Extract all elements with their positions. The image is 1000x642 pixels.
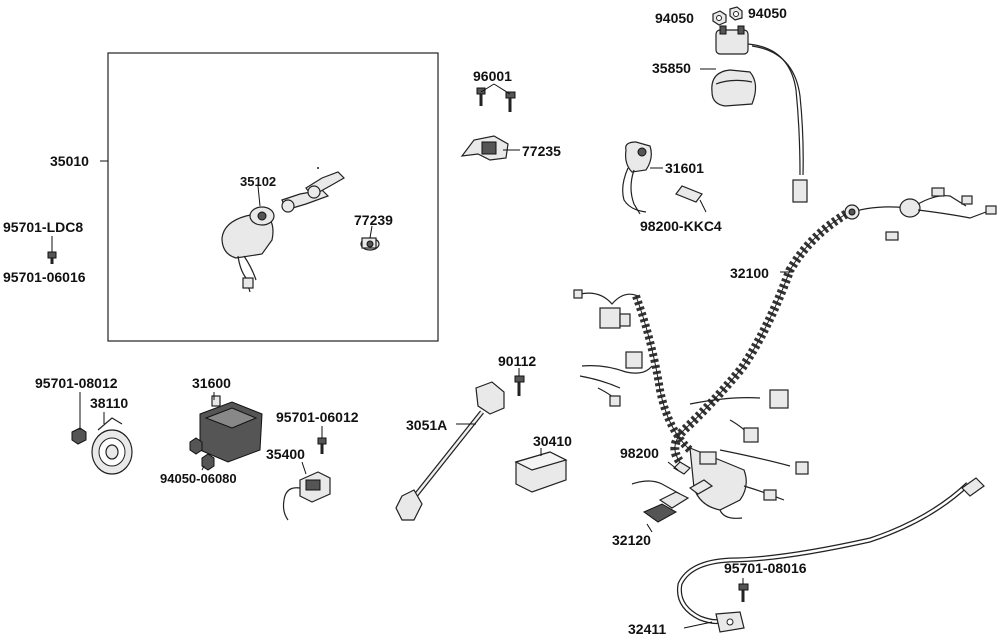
- ignition-lock-35102: [221, 206, 275, 293]
- bolt-95701-08012: [71, 427, 87, 445]
- label-32120: 32120: [612, 532, 651, 548]
- bolts-96001: [476, 87, 516, 112]
- label-35850: 35850: [652, 60, 691, 76]
- label-31600: 31600: [192, 375, 231, 391]
- label-77235: 77235: [522, 143, 561, 159]
- ground-cable-32411: [676, 477, 985, 633]
- lock-cylinder-77239: [360, 237, 380, 251]
- switch-31601: [622, 141, 652, 215]
- label-95701-ldc8: 95701-LDC8: [3, 219, 84, 235]
- label-32100: 32100: [730, 265, 769, 281]
- label-95701-08012: 95701-08012: [35, 375, 118, 391]
- label-3051a: 3051A: [406, 417, 448, 433]
- label-30410: 30410: [533, 433, 572, 449]
- fuse-holder-32120: [642, 491, 690, 523]
- label-95701-06012: 95701-06012: [276, 409, 359, 425]
- bolt-90112: [514, 375, 525, 396]
- cdi-unit-30410: [514, 451, 568, 493]
- label-94050-06080: 94050-06080: [160, 471, 237, 486]
- label-95701-06016: 95701-06016: [3, 269, 86, 285]
- starter-relay-35850: [711, 25, 808, 203]
- horn-38110: [91, 417, 133, 475]
- label-38110: 38110: [90, 395, 129, 411]
- nut-94050: [712, 6, 743, 26]
- label-35400: 35400: [266, 446, 305, 462]
- wire-harness-32100: [573, 187, 997, 519]
- bolt-95701-06012: [317, 437, 327, 454]
- label-94050-a: 94050: [655, 10, 694, 26]
- relay-35400: [282, 471, 331, 521]
- label-95701-08016: 95701-08016: [724, 560, 807, 576]
- label-35010: 35010: [50, 153, 89, 169]
- assembly-frame-35010: [107, 52, 439, 342]
- bracket-77235: [460, 135, 509, 161]
- label-35102: 35102: [240, 174, 277, 189]
- label-98200-kkc4: 98200-KKC4: [640, 218, 722, 234]
- bolt-95701-ldc8: [47, 236, 57, 264]
- label-77239: 77239: [354, 212, 393, 228]
- label-32411: 32411: [628, 621, 667, 637]
- regulator-31600: [199, 395, 263, 463]
- label-98200: 98200: [620, 445, 659, 461]
- label-94050-b: 94050: [748, 5, 787, 21]
- label-90112: 90112: [498, 353, 537, 369]
- fuse-98200: [631, 461, 714, 495]
- label-96001: 96001: [473, 68, 512, 84]
- fuse-98200-kkc4: [675, 185, 703, 203]
- label-31601: 31601: [665, 160, 704, 176]
- nut-94050-06080: [189, 437, 215, 471]
- keys: [281, 167, 345, 213]
- ignition-coil-3051a: [395, 381, 505, 521]
- bolt-95701-08016: [738, 583, 749, 602]
